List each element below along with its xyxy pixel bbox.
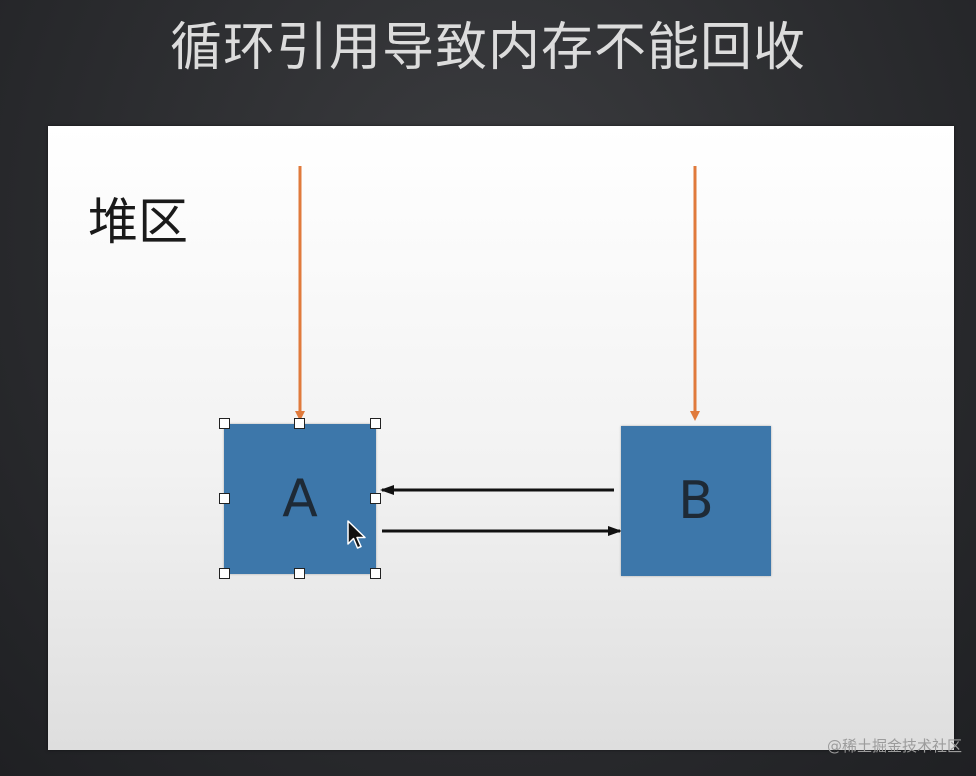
watermark: @稀土掘金技术社区 xyxy=(826,737,962,755)
selection-handle-bottom-right[interactable] xyxy=(370,568,381,579)
selection-handle-bottom-left[interactable] xyxy=(219,568,230,579)
slide-title: 循环引用导致内存不能回收 xyxy=(169,18,806,78)
selection-handle-left[interactable] xyxy=(219,493,230,504)
object-a[interactable]: A xyxy=(224,424,376,574)
object-b[interactable]: B xyxy=(621,426,771,576)
object-a-label: A xyxy=(282,469,318,529)
selection-handle-top-left[interactable] xyxy=(219,418,230,429)
object-b-label: B xyxy=(678,471,714,531)
selection-handle-bottom[interactable] xyxy=(294,568,305,579)
reference-arrows xyxy=(295,166,700,536)
heap-label: 堆区 xyxy=(88,193,188,251)
heap-slide: 堆区 A B xyxy=(48,126,954,750)
selection-handle-top[interactable] xyxy=(294,418,305,429)
mouse-cursor-icon xyxy=(347,520,366,549)
selection-handle-right[interactable] xyxy=(370,493,381,504)
selection-handle-top-right[interactable] xyxy=(370,418,381,429)
